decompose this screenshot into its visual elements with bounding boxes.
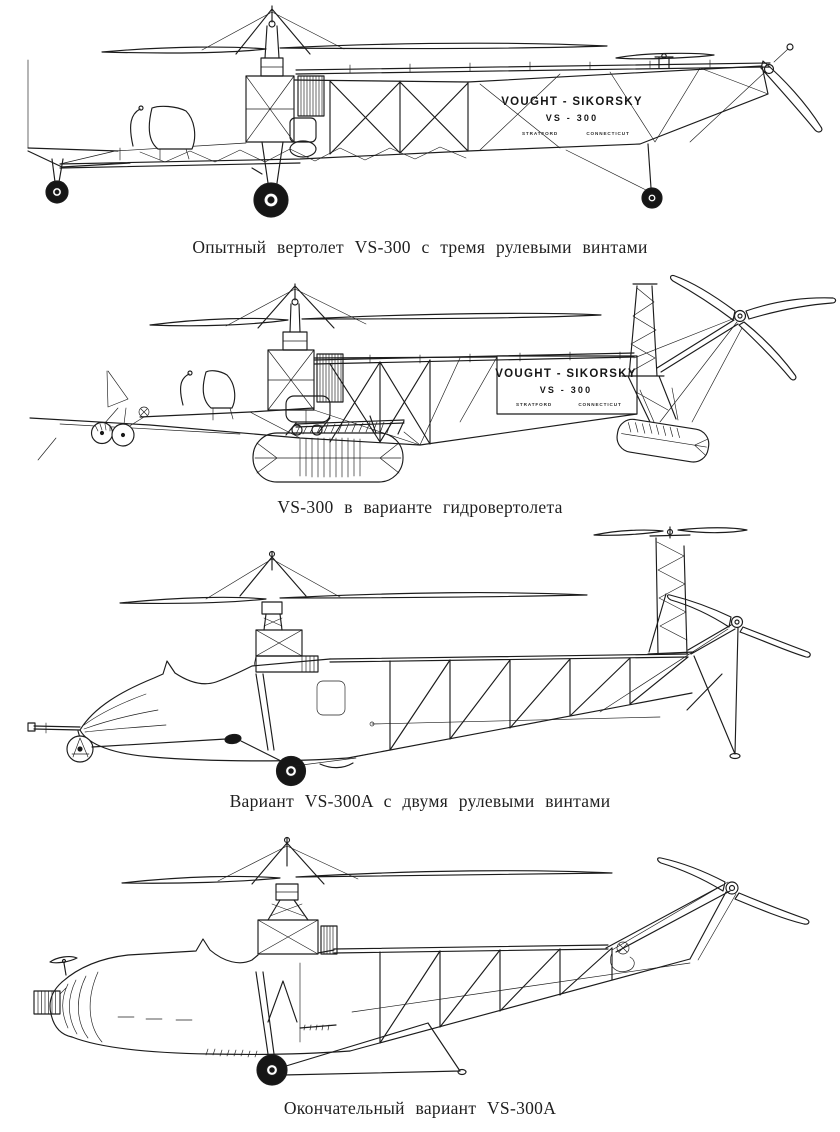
fuselage-placard-city: STRATFORD: [516, 402, 552, 407]
nose-floats: [90, 407, 145, 447]
tail-mast: [647, 534, 695, 655]
side-tail-rotor: [599, 594, 811, 760]
main-wheel: [251, 141, 289, 218]
main-rotor: [149, 283, 602, 351]
figure-vs300-three-tail-rotors: VOUGHT - SIKORSKY VS - 300 STRATFORD CON…: [0, 2, 840, 238]
main-rotor: [101, 5, 608, 77]
vs300a-two-tail-rotors-drawing: [27, 526, 811, 787]
figure-vs300-hydro: VOUGHT - SIKORSKY VS - 300 STRATFORD CON…: [0, 272, 840, 508]
front-wheel: [45, 158, 69, 204]
tail-rotor: [669, 274, 837, 381]
nose-frame: [27, 59, 131, 168]
fuselage-placard-city: STRATFORD: [522, 131, 558, 136]
vs300-hydro-drawing: VOUGHT - SIKORSKY VS - 300 STRATFORD CON…: [29, 274, 837, 483]
fuselage-placard-model: VS - 300: [546, 113, 599, 123]
figure-vs300a-two-tail-rotors: [0, 526, 840, 788]
vs300a-final-drawing: [33, 836, 810, 1086]
fuselage: [33, 938, 351, 1058]
tail-structure: [621, 283, 743, 423]
tail-rotor-pylon: [605, 857, 810, 961]
engine-pylon: [267, 349, 344, 436]
landing-gear: [255, 971, 467, 1086]
boom-truss: [333, 941, 691, 1052]
tail-drive-shaft: [295, 59, 771, 75]
horizontal-tail-rotor: [615, 52, 715, 69]
figure-4-caption: Окончательный вариант VS-300A: [283, 1098, 557, 1118]
boom-truss: [329, 653, 693, 759]
main-rotor: [121, 836, 613, 921]
top-tail-rotor: [593, 526, 748, 539]
fuselage-placard-model: VS - 300: [540, 385, 593, 395]
fuselage-truss: [59, 65, 769, 169]
engine-pylon: [257, 919, 338, 955]
vertical-tail-rotor: [689, 43, 823, 143]
engine-pylon: [245, 75, 325, 158]
nose-details: [37, 370, 150, 461]
cockpit-seat: [180, 370, 236, 421]
fuselage-placard-maker: VOUGHT - SIKORSKY: [501, 96, 643, 108]
figure-3-caption: Вариант VS-300A с двумя рулевыми винтами: [229, 791, 611, 811]
main-pontoon: [252, 415, 421, 483]
vs300-three-tail-rotors-drawing: VOUGHT - SIKORSKY VS - 300 STRATFORD CON…: [27, 5, 823, 218]
fuselage-truss: [29, 355, 638, 446]
fuselage-placard-state: CONNECTICUT: [578, 402, 621, 407]
tail-wheel: [565, 143, 663, 209]
tail-drive-shaft: [313, 351, 635, 365]
fuselage-placard-state: CONNECTICUT: [586, 131, 629, 136]
fuselage-placard-maker: VOUGHT - SIKORSKY: [495, 368, 637, 380]
engine-pylon: [255, 629, 319, 673]
cockpit-seat: [119, 105, 196, 161]
rear-pontoon: [616, 418, 710, 463]
figure-2-caption: VS-300 в варианте гидровертолета: [277, 497, 563, 517]
figure-1-caption: Опытный вертолет VS-300 с тремя рулевыми…: [192, 237, 648, 257]
main-rotor: [119, 550, 588, 631]
landing-gear: [27, 673, 357, 787]
figure-vs300a-final: [0, 832, 840, 1094]
